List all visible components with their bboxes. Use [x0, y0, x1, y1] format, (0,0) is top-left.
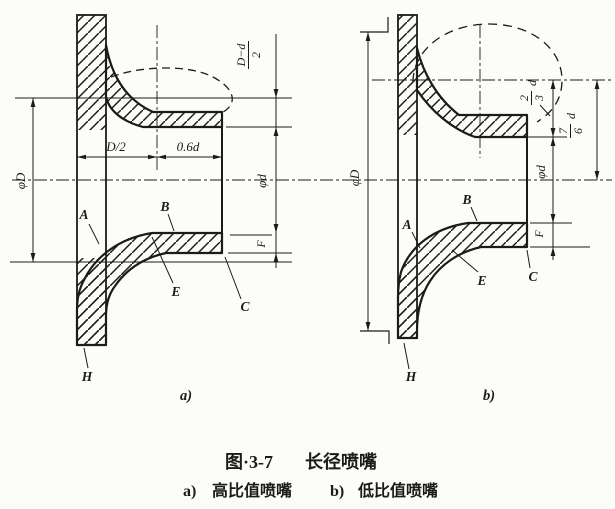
construction-ellipse-dashed — [110, 67, 233, 114]
arrowhead-down — [30, 253, 36, 262]
pipe-break-mark-top — [360, 17, 389, 33]
dim-label-half-pipe: D/2 — [105, 139, 126, 154]
arrowhead-throat-up — [550, 137, 556, 146]
figure-caption: 图·3-7 长径喷嘴 a) 高比值喷嘴 b) 低比值喷嘴 — [183, 451, 438, 500]
caption-sub-b-title: 低比值喷嘴 — [357, 481, 438, 500]
surface-label-A: A — [78, 207, 88, 222]
leader-minor-fraction — [539, 104, 551, 117]
diagram-a: φD D/2 0.6d D−d 2 — [10, 14, 292, 404]
caption-sub-b-tag: b) — [330, 483, 344, 500]
caption-title: 长径喷嘴 — [305, 451, 377, 472]
surface-label-C: C — [528, 269, 538, 284]
leader-E — [151, 236, 174, 284]
arrowhead-left — [77, 154, 86, 160]
major-numerator: 7 — [556, 127, 570, 134]
dim-label-exit-flat: F — [532, 230, 546, 239]
dim-label-step-fraction: D−d 2 — [234, 41, 263, 69]
leader-A — [88, 223, 100, 245]
surface-label-H: H — [81, 369, 93, 384]
surface-labels: A B E C H — [401, 192, 538, 384]
surface-label-H: H — [405, 369, 417, 384]
dim-label-throat-length: 0.6d — [177, 139, 200, 154]
leader-A — [411, 231, 421, 249]
arrowhead-up — [30, 98, 36, 107]
surface-label-C: C — [240, 299, 250, 314]
leader-H — [403, 342, 410, 370]
leader-C — [526, 249, 531, 269]
minor-numerator: 2 — [517, 95, 531, 101]
dim-label-throat-diameter: φd — [533, 165, 548, 179]
leader-B — [470, 206, 478, 222]
surface-label-B: B — [159, 199, 169, 214]
arrowhead-minor-down — [550, 128, 556, 137]
step-numerator: D−d — [234, 43, 248, 68]
surface-label-A: A — [401, 217, 411, 232]
dim-label-major-fraction: 7 6 d — [556, 112, 585, 138]
caption-sub-a-tag: a) — [183, 483, 196, 500]
pipe-break-mark-bottom — [360, 330, 390, 344]
nozzle-lower-wall-section — [75, 231, 224, 347]
dimension-pipe-diameter: φD — [347, 32, 371, 331]
nozzle-upper-wall-section — [415, 46, 529, 139]
arrowhead-throat-down — [273, 224, 279, 233]
dimension-throat-length: D/2 0.6d — [77, 139, 222, 160]
leader-E — [451, 249, 479, 273]
major-suffix: d — [564, 112, 578, 119]
arrowhead-up — [365, 32, 371, 41]
arrowhead-flat-up — [273, 253, 279, 262]
surface-label-B: B — [461, 192, 471, 207]
minor-denominator: 3 — [532, 95, 546, 102]
arrowhead-down — [365, 322, 371, 331]
arrowhead-right — [148, 154, 157, 160]
nozzle-upper-wall-section — [104, 43, 224, 129]
dim-label-minor-fraction: 2 3 d — [517, 79, 546, 105]
surface-labels: A B E C H — [78, 199, 250, 384]
arrowhead-throat-down — [550, 214, 556, 223]
arrowhead-minor-up — [550, 80, 556, 89]
surface-label-E: E — [476, 273, 486, 288]
dim-label-pipe-diameter: φD — [13, 172, 28, 189]
arrowhead-throat-up — [273, 127, 279, 136]
dimension-column-right: 2 3 d 7 6 d φd F — [517, 79, 600, 260]
minor-suffix: d — [525, 79, 539, 86]
arrowhead-left2 — [157, 154, 166, 160]
caption-figure-number: 图·3-7 — [225, 452, 273, 472]
major-denominator: 6 — [571, 128, 585, 134]
construction-ellipse-dashed — [412, 23, 563, 123]
surface-label-E: E — [170, 284, 180, 299]
flange-section-hatch-top — [77, 15, 106, 130]
dimension-pipe-diameter: φD — [13, 98, 36, 262]
arrowhead-step-down — [273, 89, 279, 98]
arrowhead-right2 — [213, 154, 222, 160]
nozzle-lower-wall-section — [396, 221, 529, 340]
dim-label-pipe-diameter: φD — [347, 169, 362, 186]
arrowhead-major-down — [594, 171, 600, 180]
arrowhead-major-up — [594, 80, 600, 89]
diagram-b: φD 2 3 d 7 — [347, 14, 612, 404]
leader-H — [83, 347, 89, 369]
dim-label-throat-diameter: φd — [254, 174, 269, 188]
dimension-column-right: D−d 2 φd F — [226, 34, 292, 268]
arrowhead-flat-up — [550, 247, 556, 256]
leader-C — [224, 256, 242, 300]
flange-section-hatch-top — [398, 15, 417, 135]
step-denominator: 2 — [249, 52, 263, 58]
subfigure-tag-b: b) — [483, 388, 495, 404]
leader-B — [167, 213, 175, 232]
caption-sub-a-title: 高比值喷嘴 — [212, 481, 292, 500]
subfigure-tag-a: a) — [180, 388, 192, 404]
dim-label-exit-flat: F — [254, 240, 268, 249]
